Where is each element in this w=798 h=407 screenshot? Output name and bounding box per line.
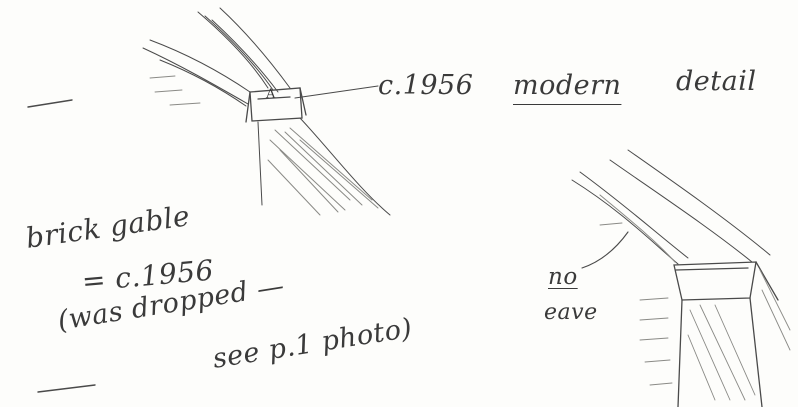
upper-gable-wall — [257, 117, 391, 216]
margin-tick-top — [27, 99, 73, 108]
lower-roof-plane — [571, 149, 771, 265]
detail-note: detail — [676, 66, 757, 97]
no-note: no — [548, 264, 578, 290]
upper-roof-edge — [142, 7, 291, 107]
lower-side-ticks — [599, 222, 673, 386]
modern-note: modern — [513, 70, 622, 101]
lower-gable-box — [673, 261, 779, 407]
date-note: c.1956 — [378, 70, 474, 101]
margin-tick-bottom — [37, 384, 96, 393]
lower-wall-shading — [687, 269, 791, 401]
leader-line — [294, 85, 379, 99]
eave-leader — [581, 231, 629, 269]
upper-side-ticks — [149, 75, 201, 106]
eave-note: eave — [544, 300, 598, 325]
label-a: A — [266, 87, 276, 102]
upper-fascia-detail — [245, 87, 307, 123]
